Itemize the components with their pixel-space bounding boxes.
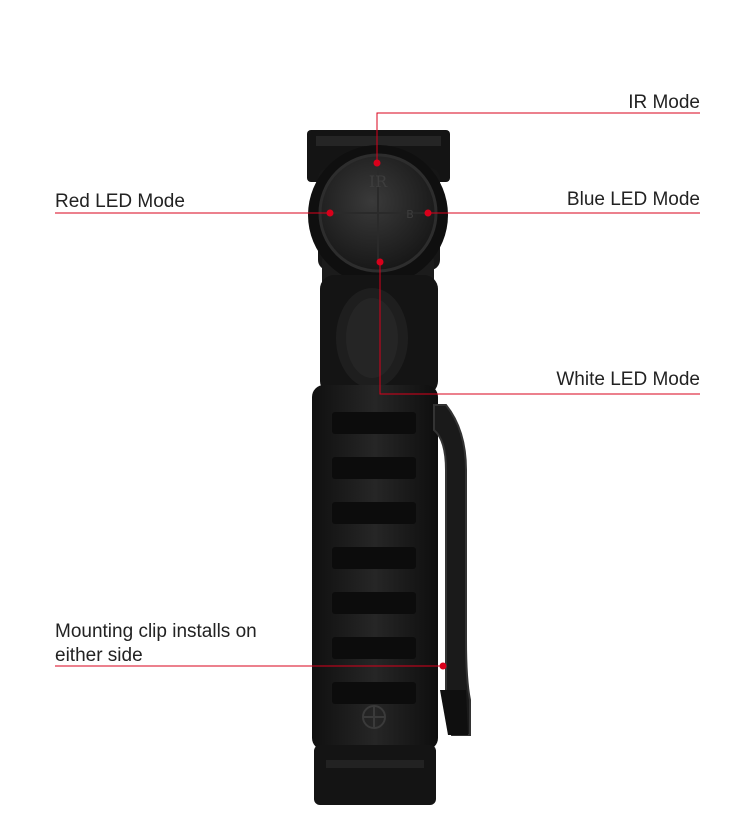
blue-led-mode-dot [424,209,432,217]
clip-label-line1: Mounting clip installs on [55,621,257,642]
switch-ir-marking: IR [369,172,388,191]
callout-lines [55,112,700,667]
clip-dot [439,662,447,670]
handle-body [312,385,438,750]
grip-ridges [332,412,416,704]
ir-mode-dot [373,159,381,167]
blue-led-mode-label: Blue LED Mode [566,189,700,210]
mounting-clip [433,404,471,736]
white-led-mode-line [379,262,700,395]
clip-label-line2: either side [55,645,143,666]
white-led-mode-label: White LED Mode [556,369,700,390]
ir-mode-label: IR Mode [628,92,700,113]
red-led-mode-dot [326,209,334,217]
crosshair-icon [362,705,386,729]
ir-mode-line [376,112,700,162]
callout-dots [326,159,447,670]
switch-blue-marking: B [406,208,414,221]
red-led-mode-label: Red LED Mode [55,191,185,212]
neck-cylinder [320,275,438,395]
rotary-mode-switch: IR B [308,145,448,285]
tail-cap [314,745,436,805]
white-led-mode-dot [376,258,384,266]
